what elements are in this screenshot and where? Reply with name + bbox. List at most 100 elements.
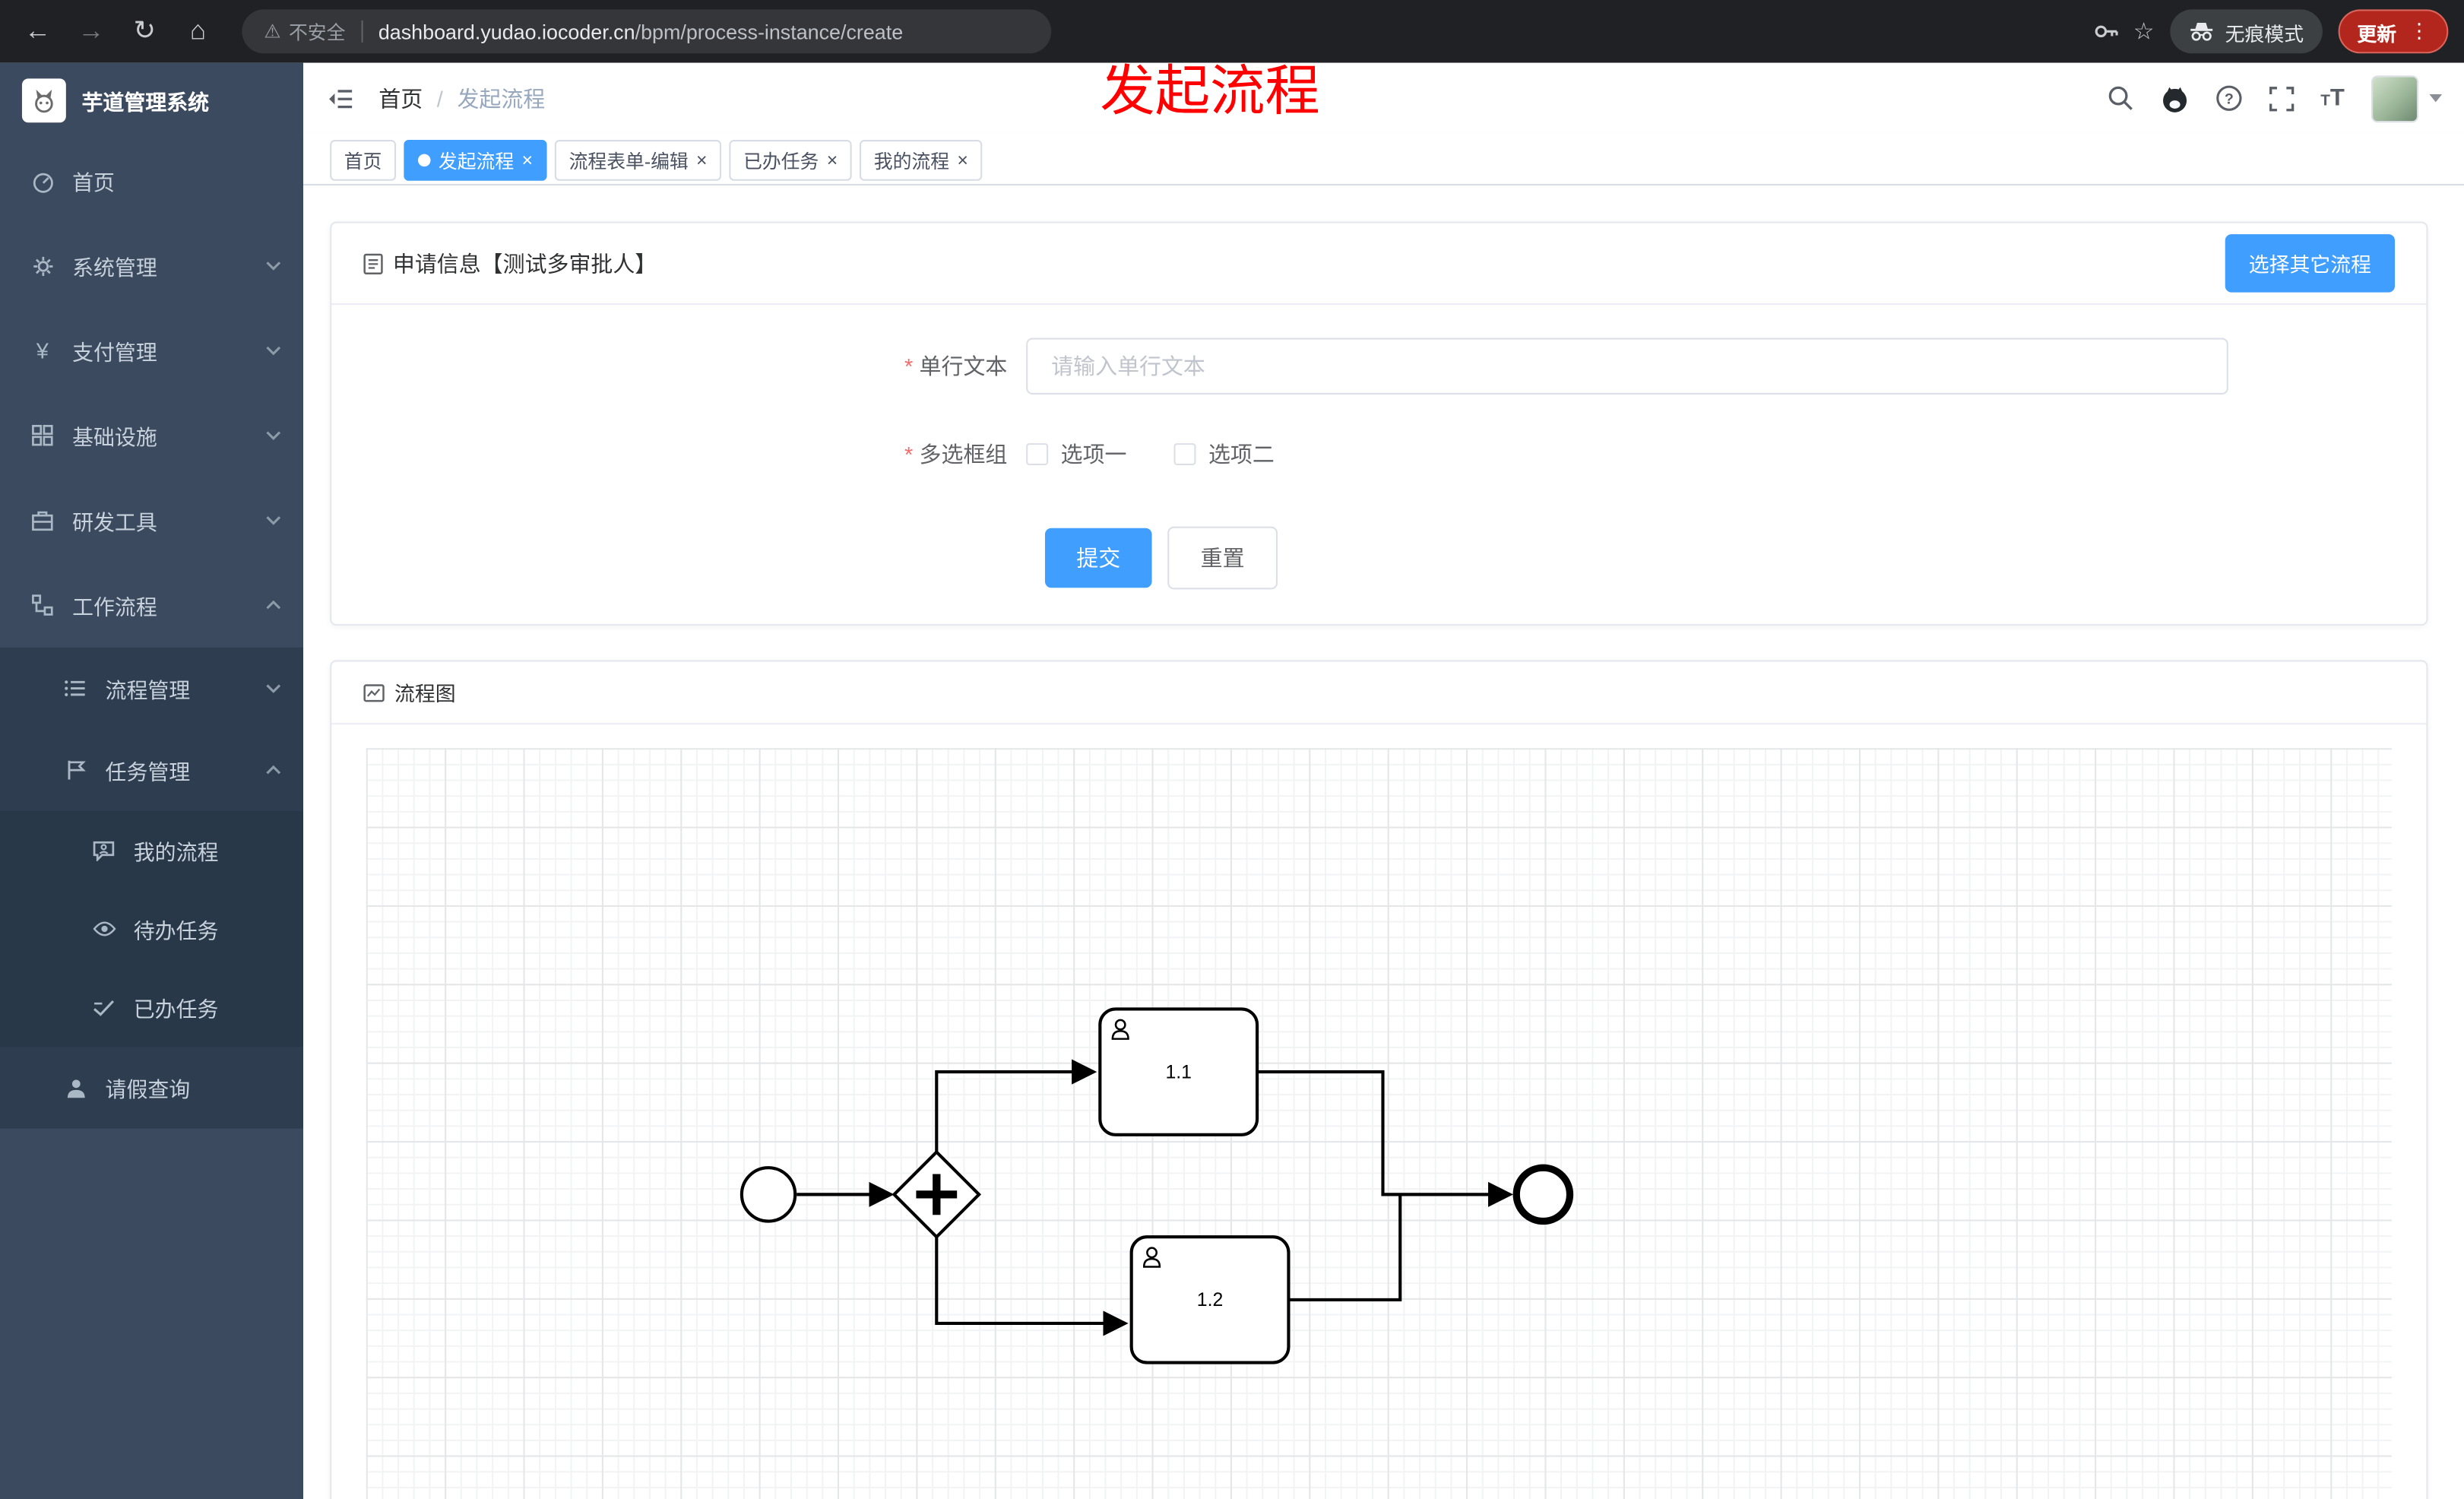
sidebar-collapse-icon[interactable] <box>328 87 353 109</box>
submit-button[interactable]: 提交 <box>1044 528 1152 588</box>
sidebar-item-payment[interactable]: ¥ 支付管理 <box>0 308 303 393</box>
close-icon[interactable]: × <box>957 149 968 172</box>
warning-icon: ⚠ <box>264 20 281 43</box>
tab-done-tasks[interactable]: 已办任务 × <box>729 140 852 181</box>
checkbox-group-label: *多选框组 <box>904 441 1008 467</box>
flow-gateway-to-task2[interactable] <box>935 1235 1129 1336</box>
breadcrumb-current: 发起流程 <box>457 85 546 111</box>
chevron-down-icon <box>265 683 281 693</box>
browser-update-button[interactable]: 更新 ⋮ <box>2338 9 2449 54</box>
top-navbar: 首页 / 发起流程 ? T <box>303 62 2464 134</box>
reset-button[interactable]: 重置 <box>1167 526 1278 590</box>
close-icon[interactable]: × <box>696 149 708 172</box>
flow-gateway-to-task1[interactable] <box>935 1059 1097 1154</box>
form-icon <box>363 252 383 274</box>
sidebar-item-process-management[interactable]: 流程管理 <box>0 648 303 730</box>
browser-home-button[interactable]: ⌂ <box>189 15 207 46</box>
sidebar-item-label: 我的流程 <box>133 841 219 865</box>
password-key-icon[interactable] <box>2092 19 2117 44</box>
browser-menu-icon[interactable]: ⋮ <box>2409 18 2430 43</box>
update-label: 更新 <box>2357 22 2397 45</box>
start-event-node[interactable] <box>740 1166 797 1223</box>
sidebar-item-label: 已办任务 <box>133 997 219 1022</box>
check-icon <box>91 999 116 1016</box>
browser-forward-button[interactable]: → <box>78 15 105 46</box>
tab-home[interactable]: 首页 <box>330 140 397 181</box>
tab-label: 已办任务 <box>743 150 819 173</box>
flow-task2-to-end[interactable] <box>1288 1196 1402 1301</box>
checkbox-box[interactable] <box>1026 443 1049 466</box>
user-menu[interactable] <box>2371 74 2443 122</box>
checkbox-group: 选项一 选项二 <box>1026 426 1275 482</box>
tab-label: 发起流程 <box>438 150 515 173</box>
not-secure-warning[interactable]: ⚠ 不安全 <box>264 18 345 45</box>
parallel-gateway-node[interactable] <box>892 1149 982 1240</box>
tab-process-form-edit[interactable]: 流程表单-编辑 × <box>554 140 722 181</box>
sidebar-item-system[interactable]: 系统管理 <box>0 223 303 309</box>
apply-info-card: 申请信息【测试多审批人】 选择其它流程 *单行文本 <box>330 221 2428 626</box>
address-bar[interactable]: ⚠ 不安全 dashboard.yudao.iocoder.cn/bpm/pro… <box>242 9 1052 54</box>
tab-my-process[interactable]: 我的流程 × <box>860 140 983 181</box>
single-line-text-input[interactable] <box>1026 338 2228 395</box>
flag-icon <box>63 759 88 781</box>
github-icon[interactable] <box>2160 84 2188 113</box>
tab-label: 我的流程 <box>873 150 950 173</box>
logo-image <box>21 78 66 123</box>
sidebar-item-done-tasks[interactable]: 已办任务 <box>0 968 303 1047</box>
diagram-icon <box>363 683 385 702</box>
form-actions: 提交 重置 <box>1044 526 2395 590</box>
fullscreen-icon[interactable] <box>2269 86 2294 111</box>
sidebar-item-todo-tasks[interactable]: 待办任务 <box>0 889 303 968</box>
page-content: 申请信息【测试多审批人】 选择其它流程 *单行文本 <box>303 185 2464 1499</box>
sidebar-item-infrastructure[interactable]: 基础设施 <box>0 393 303 478</box>
close-icon[interactable]: × <box>826 149 838 172</box>
checkbox-label: 选项二 <box>1208 441 1275 467</box>
incognito-label: 无痕模式 <box>2225 22 2304 45</box>
sidebar-item-my-process[interactable]: 我的流程 <box>0 811 303 889</box>
process-diagram-card: 流程图 <box>330 660 2428 1499</box>
sidebar-item-label: 请假查询 <box>105 1078 191 1102</box>
close-icon[interactable]: × <box>521 149 534 172</box>
user-task-1-2-node[interactable]: 1.2 <box>1129 1235 1291 1364</box>
bookmark-star-icon[interactable]: ☆ <box>2133 18 2155 46</box>
required-mark: * <box>904 441 914 467</box>
flow-task1-to-end[interactable] <box>1257 1070 1514 1207</box>
sidebar-item-label: 流程管理 <box>105 679 191 703</box>
end-event-node[interactable] <box>1512 1164 1574 1225</box>
process-diagram-header: 流程图 <box>331 661 2427 725</box>
breadcrumb-home[interactable]: 首页 <box>378 85 423 111</box>
sidebar-item-workflow[interactable]: 工作流程 <box>0 563 303 648</box>
sidebar-item-task-management[interactable]: 任务管理 <box>0 729 303 811</box>
dashboard-icon <box>30 169 55 192</box>
svg-text:?: ? <box>2224 90 2233 107</box>
checkbox-group-row: *多选框组 选项一 选项二 <box>363 426 2395 482</box>
bpmn-canvas[interactable]: 1.1 1.2 <box>366 748 2392 1499</box>
task-label: 1.1 <box>1165 1062 1191 1082</box>
toolbox-icon <box>30 509 55 531</box>
select-other-process-button[interactable]: 选择其它流程 <box>2225 234 2396 293</box>
tab-start-process[interactable]: 发起流程 × <box>404 140 547 181</box>
app-logo[interactable]: 芋道管理系统 <box>0 63 303 138</box>
sidebar-item-label: 工作流程 <box>72 595 157 620</box>
checkbox-box[interactable] <box>1173 443 1196 466</box>
browser-back-button[interactable]: ← <box>24 15 52 46</box>
browser-reload-button[interactable]: ↻ <box>133 15 156 46</box>
chevron-down-icon <box>265 261 281 271</box>
sidebar-item-home[interactable]: 首页 <box>0 138 303 223</box>
user-task-1-1-node[interactable]: 1.1 <box>1098 1007 1259 1136</box>
breadcrumb-separator: / <box>436 85 443 111</box>
search-icon[interactable] <box>2107 85 2133 112</box>
workflow-submenu: 流程管理 任务管理 我的流程 <box>0 647 304 1129</box>
workflow-icon <box>30 594 55 616</box>
sidebar-item-leave-query[interactable]: 请假查询 <box>0 1047 303 1129</box>
bpmn-diagram: 1.1 1.2 <box>740 1007 1574 1364</box>
omnibox-divider <box>361 20 363 43</box>
help-icon[interactable]: ? <box>2215 85 2242 112</box>
checkbox-option-2[interactable]: 选项二 <box>1173 439 1275 470</box>
process-diagram-body: 1.1 1.2 <box>331 724 2426 1499</box>
sidebar-item-devtools[interactable]: 研发工具 <box>0 478 303 563</box>
checkbox-option-1[interactable]: 选项一 <box>1026 439 1126 470</box>
chevron-down-icon <box>265 515 281 525</box>
sidebar-item-label: 系统管理 <box>72 256 157 280</box>
